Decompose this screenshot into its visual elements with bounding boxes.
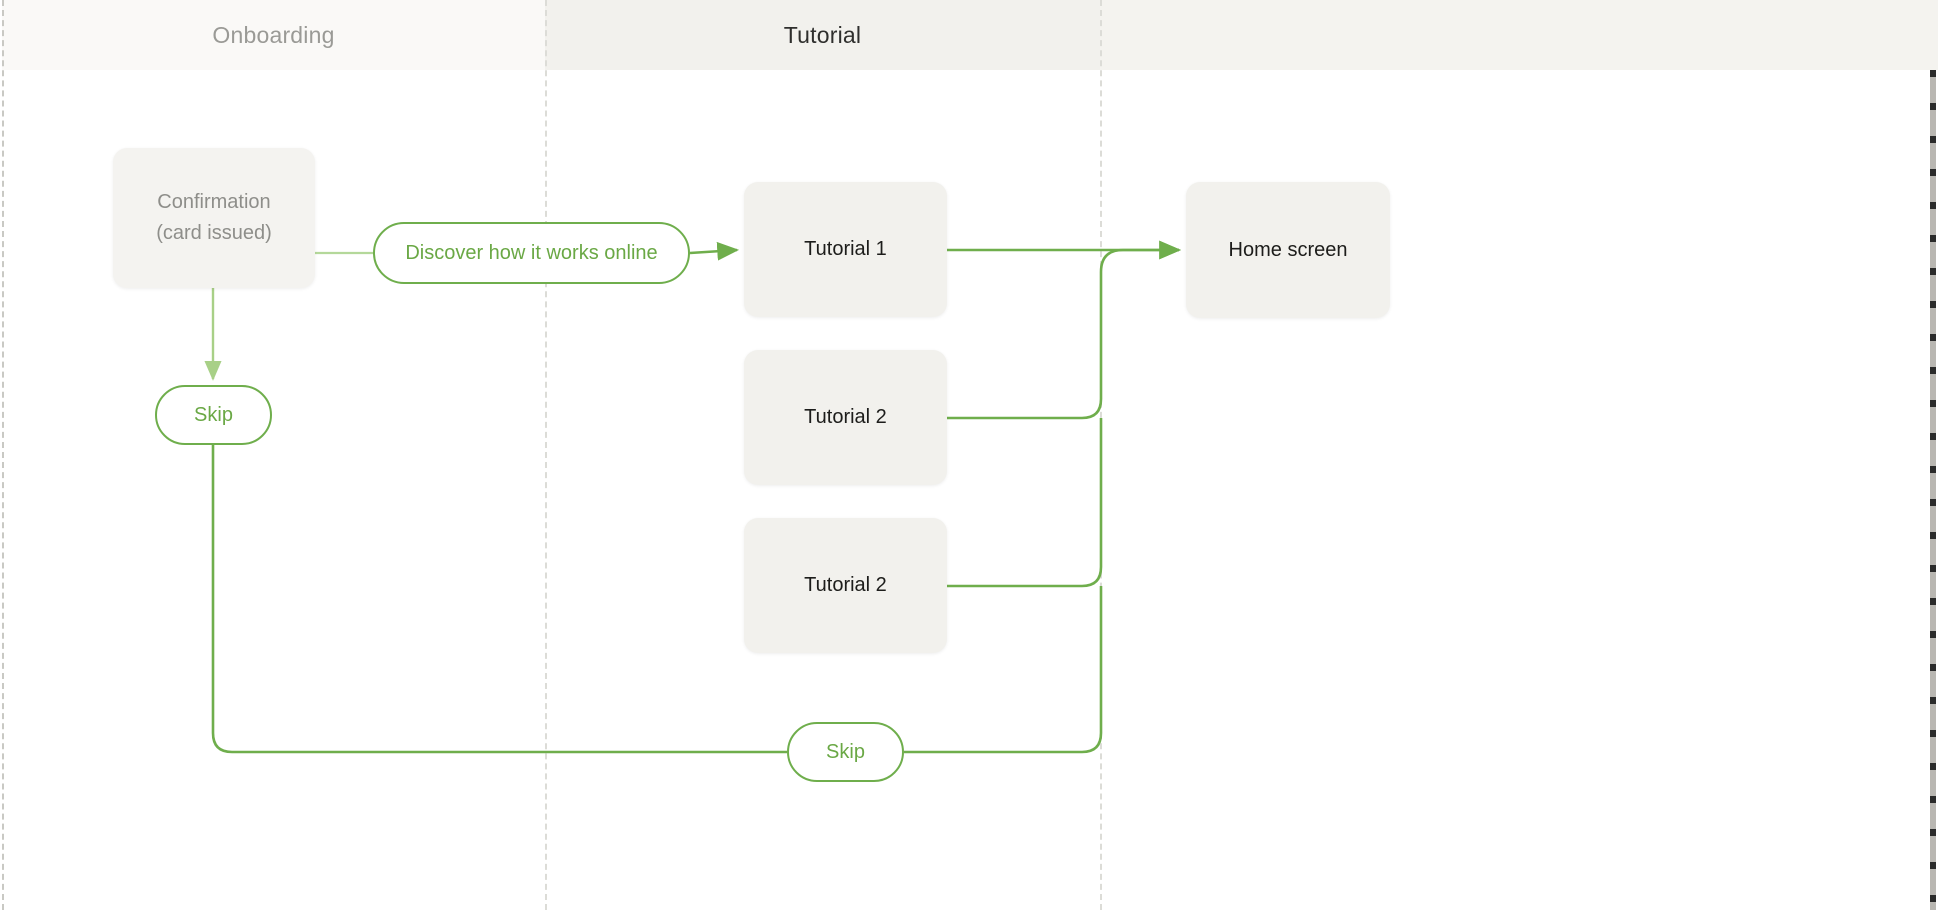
tutorial-1-node[interactable]: Tutorial 1 (744, 182, 947, 317)
tutorial-2b-label: Tutorial 2 (804, 574, 887, 596)
skip-onboarding-node[interactable]: Skip (155, 385, 272, 445)
tutorial-1-label: Tutorial 1 (804, 238, 887, 260)
lane-divider-tutorial-end (1100, 0, 1102, 910)
home-screen-node[interactable]: Home screen (1186, 182, 1390, 318)
lane-title-tutorial: Tutorial (783, 21, 862, 48)
skip-onboarding-label: Skip (194, 403, 233, 426)
tutorial-2-node[interactable]: Tutorial 2 (744, 518, 947, 653)
lane-header-tutorial: Tutorial (545, 0, 1100, 70)
lane-title-onboarding: Onboarding (212, 21, 335, 48)
lane-header-onboarding: Onboarding (2, 0, 545, 70)
edge-tutorial-2b-to-trunk (947, 418, 1103, 588)
tutorial-2a-label: Tutorial 2 (804, 406, 887, 428)
confirmation-node[interactable]: Confirmation (card issued) (113, 148, 315, 288)
home-screen-label: Home screen (1228, 238, 1348, 261)
confirmation-line-1: Confirmation (157, 191, 271, 213)
discover-how-it-works-node[interactable]: Discover how it works online (373, 222, 690, 284)
edge-skip-onboarding-to-skip-tutorial (211, 445, 787, 754)
edge-trunk-to-home (1099, 240, 1182, 273)
skip-tutorial-node[interactable]: Skip (787, 722, 904, 782)
skip-tutorial-label: Skip (826, 740, 865, 763)
canvas-edge-rule-left (2, 0, 4, 910)
vertical-scrollbar[interactable] (1930, 70, 1936, 910)
edge-tutorial-2a-to-trunk (947, 272, 1103, 420)
lane-divider-onboarding-tutorial (545, 0, 547, 910)
lane-header-trailing (1100, 0, 1938, 70)
discover-label: Discover how it works online (405, 241, 658, 264)
confirmation-line-2: (card issued) (156, 222, 272, 244)
tutorial-2-node[interactable]: Tutorial 2 (744, 350, 947, 485)
edge-discover-to-tutorial-1 (689, 241, 740, 261)
